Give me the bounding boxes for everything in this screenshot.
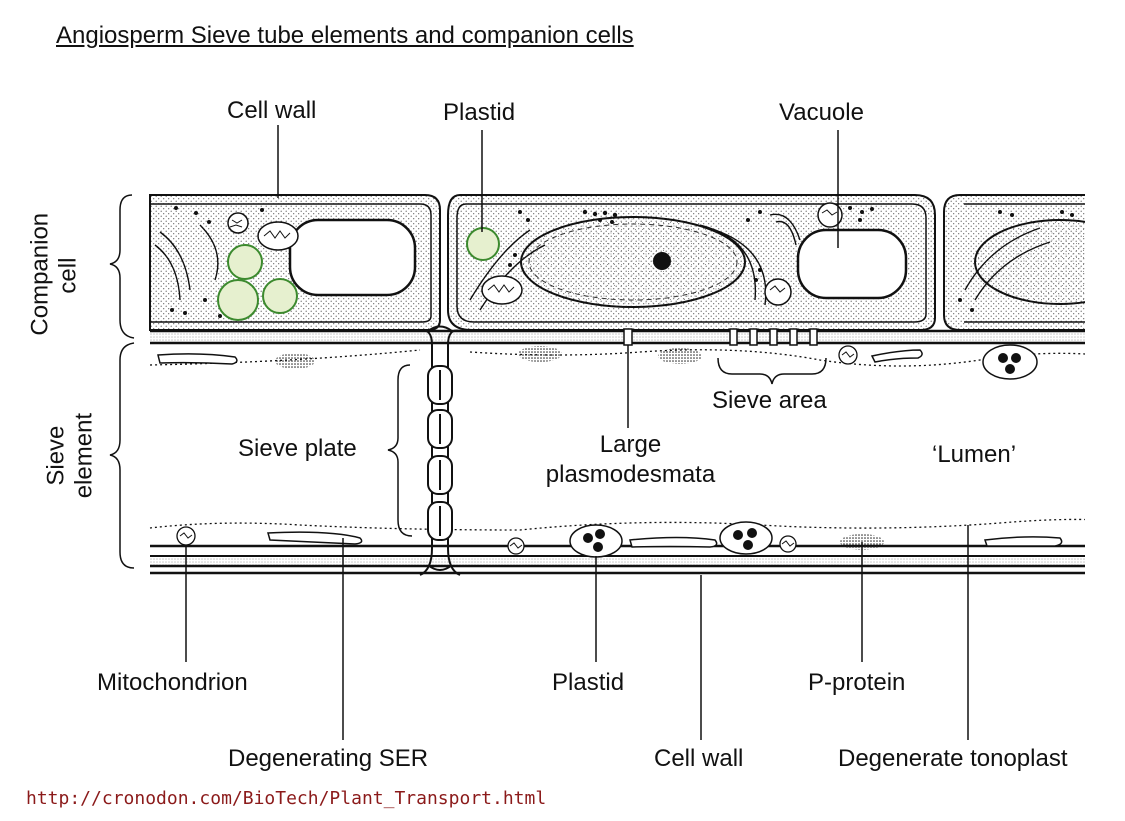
source-url: http://cronodon.com/BioTech/Plant_Transp… [26, 788, 547, 809]
mitochondria-cristae [229, 209, 838, 293]
diagram-title: Angiosperm Sieve tube elements and compa… [56, 22, 634, 49]
label-sieve-element-line1: Sieve [42, 425, 70, 486]
companion-cell-right [943, 194, 1085, 331]
ribosomes [170, 206, 1074, 318]
label-degenerate-tonoplast: Degenerate tonoplast [838, 745, 1068, 772]
label-sieve-area: Sieve area [712, 387, 827, 414]
sieve-membrane-top [149, 349, 1085, 367]
companion-mitochondria [227, 202, 843, 306]
label-lumen: ‘Lumen’ [932, 441, 1017, 468]
sieve-inclusions-top [157, 344, 1038, 380]
label-large-plasmodesmata-line2: plasmodesmata [545, 461, 716, 489]
label-plastid-bottom: Plastid [552, 669, 625, 696]
label-cell-wall-top: Cell wall [227, 97, 317, 124]
leader-lines [185, 125, 969, 740]
label-plastid-top: Plastid [443, 99, 516, 126]
label-companion-cell-line1: Companion [26, 212, 54, 336]
bottom-cell-wall [150, 544, 1085, 575]
er-membranes [154, 213, 1051, 311]
companion-plastids [217, 227, 500, 321]
label-large-plasmodesmata-line1: Large [599, 431, 662, 458]
label-vacuole: Vacuole [779, 99, 864, 126]
braces [109, 194, 827, 569]
label-mitochondrion: Mitochondrion [97, 669, 248, 696]
label-companion-cell-line2: cell [54, 257, 81, 294]
label-sieve-element-line2: element [70, 412, 97, 499]
label-companion-cell: Companion cell [26, 212, 81, 336]
label-p-protein: P-protein [808, 669, 906, 696]
sieve-membrane-bottom [149, 518, 1085, 531]
label-cell-wall-bottom: Cell wall [654, 745, 744, 772]
label-sieve-element: Sieve element [42, 406, 97, 506]
label-large-plasmodesmata: Large plasmodesmata [528, 431, 733, 489]
sieve-plate [419, 325, 461, 576]
label-degenerating-ser: Degenerating SER [228, 745, 429, 772]
large-plasmodesmata [623, 328, 818, 346]
companion-cell-left [149, 194, 441, 331]
label-sieve-plate: Sieve plate [238, 435, 357, 462]
sieve-inclusions-bottom [176, 521, 1063, 558]
companion-cell-middle [447, 194, 936, 331]
